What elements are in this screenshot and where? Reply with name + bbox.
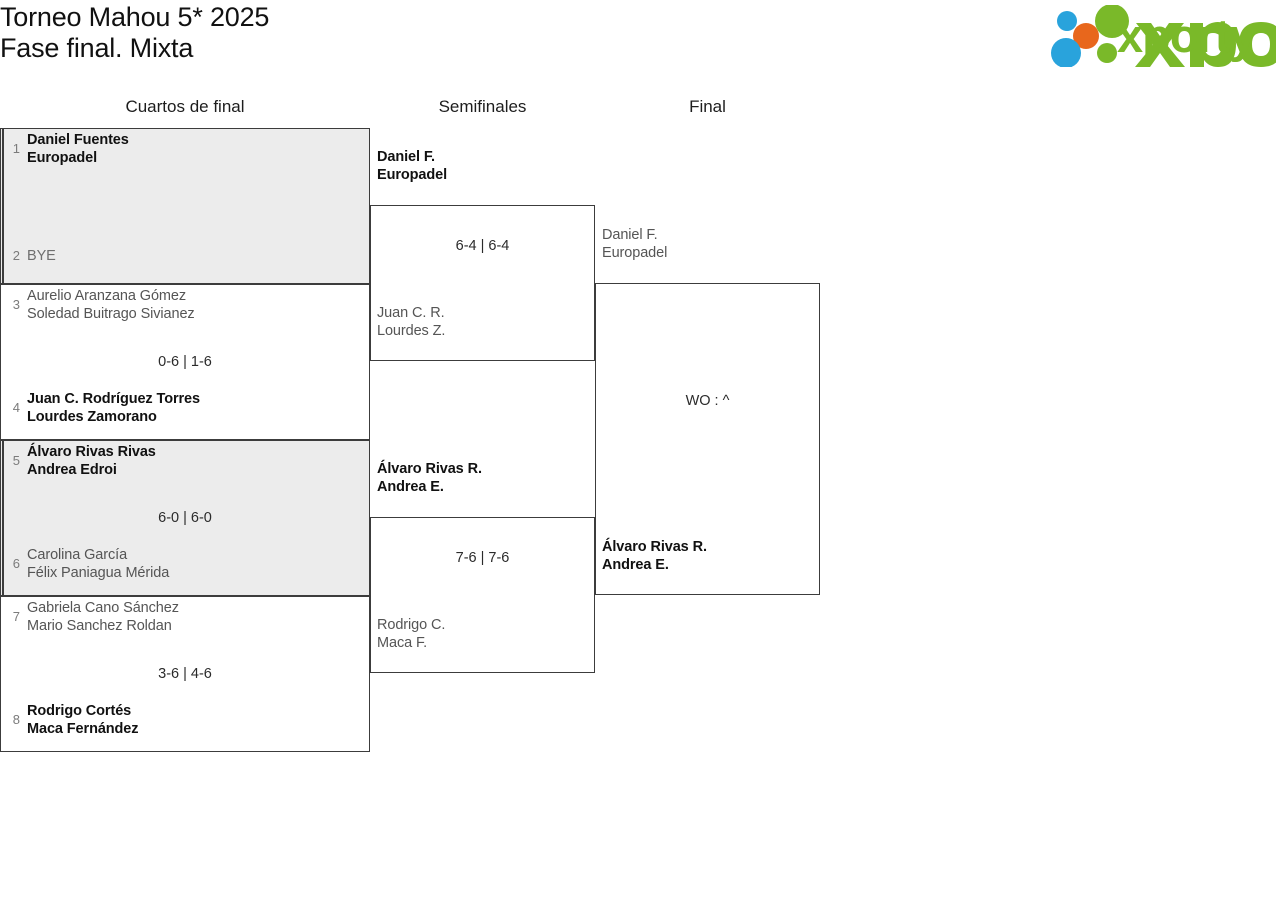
qf4-top-line1: Gabriela Cano Sánchez: [27, 600, 179, 616]
qf2-bottom-seed: 4: [12, 400, 20, 415]
round-header-quarterfinals: Cuartos de final: [125, 97, 245, 116]
qf2-team-top[interactable]: 3 Aurelio Aranzana Gómez Soledad Buitrag…: [7, 287, 195, 323]
qf1-top-line1: Daniel Fuentes: [27, 132, 129, 148]
sf2-team-top[interactable]: Álvaro Rivas R. Andrea E.: [377, 460, 482, 496]
qf1-bottom-line1: BYE: [27, 248, 56, 264]
qf4-team-bottom[interactable]: 8 Rodrigo Cortés Maca Fernández: [7, 702, 139, 738]
page-title: Torneo Mahou 5* 2025 Fase final. Mixta: [0, 0, 269, 64]
round-header-final: Final: [689, 97, 726, 116]
qf2-top-line2: Soledad Buitrago Sivianez: [27, 306, 195, 322]
qf1-bottom-seed: 2: [12, 248, 20, 263]
qf4-team-top[interactable]: 7 Gabriela Cano Sánchez Mario Sanchez Ro…: [7, 599, 179, 635]
sf1-bottom-line1: Juan C. R.: [377, 305, 445, 321]
match-accent-qf1: [2, 128, 4, 284]
match-box-final[interactable]: [595, 283, 820, 595]
qf4-bottom-names: Rodrigo Cortés Maca Fernández: [27, 702, 139, 738]
qf2-bottom-names: Juan C. Rodríguez Torres Lourdes Zamoran…: [27, 390, 200, 426]
qf4-bottom-line1: Rodrigo Cortés: [27, 703, 132, 719]
qf3-score: 6-0 | 6-0: [158, 510, 212, 526]
xporty-logo[interactable]: [1050, 5, 1276, 67]
match-box-qf1[interactable]: [0, 128, 370, 284]
final-top-line2: Europadel: [602, 245, 668, 261]
qf3-team-top[interactable]: 5 Álvaro Rivas Rivas Andrea Edroi: [7, 443, 156, 479]
qf4-top-line2: Mario Sanchez Roldan: [27, 618, 172, 634]
sf1-bottom-line2: Lourdes Z.: [377, 323, 446, 339]
qf2-score: 0-6 | 1-6: [158, 354, 212, 370]
match-box-qf3[interactable]: [0, 440, 370, 596]
logo-wordmark: xporty: [1117, 9, 1256, 62]
match-box-qf2[interactable]: [0, 284, 370, 440]
sf2-top-line1: Álvaro Rivas R.: [377, 461, 482, 477]
qf3-top-seed: 5: [12, 453, 20, 468]
qf4-bottom-seed: 8: [12, 712, 20, 727]
sf2-team-bottom[interactable]: Rodrigo C. Maca F.: [377, 616, 445, 652]
tournament-phase: Fase final. Mixta: [0, 33, 194, 63]
qf3-team-bottom[interactable]: 6 Carolina García Félix Paniagua Mérida: [7, 546, 170, 582]
final-bottom-line1: Álvaro Rivas R.: [602, 539, 707, 555]
qf4-bottom-line2: Maca Fernández: [27, 721, 139, 737]
round-header-semifinals: Semifinales: [438, 97, 527, 116]
qf3-bottom-seed: 6: [12, 556, 20, 571]
qf2-top-line1: Aurelio Aranzana Gómez: [27, 288, 186, 304]
qf1-team-top[interactable]: 1 Daniel Fuentes Europadel: [7, 131, 129, 167]
sf2-bottom-line2: Maca F.: [377, 635, 428, 651]
qf3-bottom-line2: Félix Paniagua Mérida: [27, 565, 170, 581]
final-team-top[interactable]: Daniel F. Europadel: [602, 226, 667, 262]
match-accent-qf3: [2, 440, 4, 596]
match-box-qf4[interactable]: [0, 596, 370, 752]
qf3-top-names: Álvaro Rivas Rivas Andrea Edroi: [27, 443, 156, 479]
match-box-sf2[interactable]: [370, 517, 595, 673]
qf2-bottom-line1: Juan C. Rodríguez Torres: [27, 391, 200, 407]
qf4-top-names: Gabriela Cano Sánchez Mario Sanchez Rold…: [27, 599, 179, 635]
qf4-top-seed: 7: [12, 609, 20, 624]
qf4-score: 3-6 | 4-6: [158, 666, 212, 682]
qf1-team-bottom[interactable]: 2 BYE: [7, 247, 56, 265]
sf1-top-line1: Daniel F.: [377, 149, 435, 165]
qf1-top-seed: 1: [12, 141, 20, 156]
sf1-team-top[interactable]: Daniel F. Europadel: [377, 148, 447, 184]
final-bottom-line2: Andrea E.: [602, 557, 669, 573]
qf2-bottom-line2: Lourdes Zamorano: [27, 409, 157, 425]
sf1-score: 6-4 | 6-4: [455, 238, 510, 254]
final-score: WO : ^: [685, 393, 730, 409]
sf1-top-line2: Europadel: [377, 167, 447, 183]
sf2-top-line2: Andrea E.: [377, 479, 444, 495]
qf3-bottom-names: Carolina García Félix Paniagua Mérida: [27, 546, 169, 582]
qf2-top-seed: 3: [12, 297, 20, 312]
qf3-top-line1: Álvaro Rivas Rivas: [27, 444, 156, 460]
qf1-top-line2: Europadel: [27, 150, 97, 166]
qf3-top-line2: Andrea Edroi: [27, 462, 117, 478]
sf2-score: 7-6 | 7-6: [455, 550, 510, 566]
qf2-top-names: Aurelio Aranzana Gómez Soledad Buitrago …: [27, 287, 195, 323]
qf3-bottom-line1: Carolina García: [27, 547, 128, 563]
qf1-bottom-names: BYE: [27, 247, 56, 265]
qf2-team-bottom[interactable]: 4 Juan C. Rodríguez Torres Lourdes Zamor…: [7, 390, 200, 426]
final-team-bottom[interactable]: Álvaro Rivas R. Andrea E.: [602, 538, 707, 574]
qf1-top-names: Daniel Fuentes Europadel: [27, 131, 129, 167]
final-top-line1: Daniel F.: [602, 227, 658, 243]
sf1-team-bottom[interactable]: Juan C. R. Lourdes Z.: [377, 304, 445, 340]
match-box-sf1[interactable]: [370, 205, 595, 361]
tournament-name: Torneo Mahou 5* 2025: [0, 2, 270, 32]
sf2-bottom-line1: Rodrigo C.: [377, 617, 446, 633]
